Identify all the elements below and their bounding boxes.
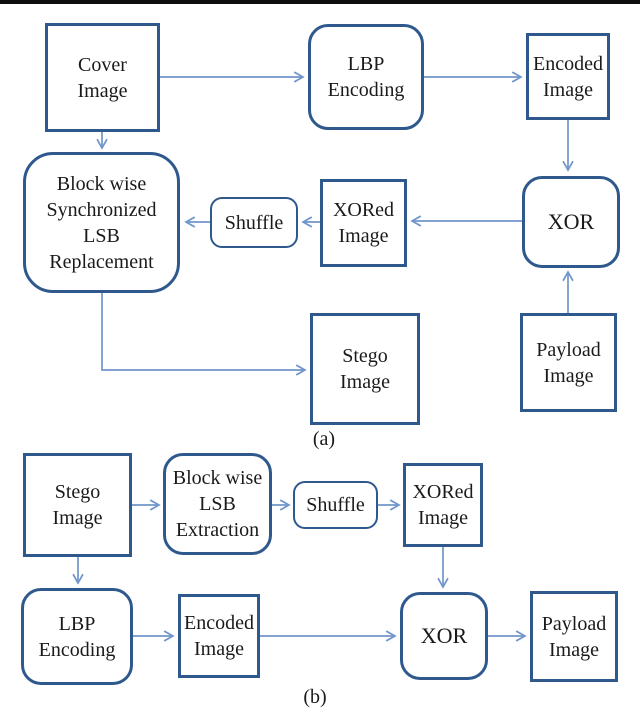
node-label: XORed Image <box>412 481 474 529</box>
node-stego-image-b: Stego Image <box>23 453 132 557</box>
node-label: Payload Image <box>536 338 601 387</box>
node-encoded-image-a: Encoded Image <box>526 33 610 120</box>
node-xor-b: XOR <box>400 592 488 680</box>
node-label: XORed Image <box>332 199 395 247</box>
node-label: Shuffle <box>224 211 284 234</box>
node-blockwise-lsb-extraction-b: Block wise LSB Extraction <box>163 453 272 555</box>
node-blockwise-lsb-replacement-a: Block wise Synchronized LSB Replacement <box>23 152 180 293</box>
node-label: XOR <box>420 622 468 648</box>
node-label: Stego Image <box>340 345 390 393</box>
node-label: Cover Image <box>77 53 128 102</box>
node-label: Encoded Image <box>184 612 254 660</box>
top-border-bar <box>0 0 640 4</box>
node-shuffle-b: Shuffle <box>293 481 378 529</box>
node-stego-image-a: Stego Image <box>310 313 420 425</box>
node-payload-image-a: Payload Image <box>520 313 617 412</box>
node-lbp-encoding-b: LBP Encoding <box>21 588 133 685</box>
node-encoded-image-b: Encoded Image <box>178 594 260 678</box>
node-payload-image-b: Payload Image <box>530 591 618 682</box>
node-xored-image-a: XORed Image <box>320 179 407 267</box>
node-shuffle-a: Shuffle <box>210 197 298 248</box>
node-label: LBP Encoding <box>38 612 116 661</box>
node-lbp-encoding-a: LBP Encoding <box>308 24 424 130</box>
node-label: LBP Encoding <box>327 53 405 101</box>
node-label: Block wise LSB Extraction <box>172 467 263 541</box>
panel-b-label: (b) <box>303 686 327 708</box>
node-label: Block wise Synchronized LSB Replacement <box>46 172 157 273</box>
node-cover-image-a: Cover Image <box>45 23 160 132</box>
node-label: XOR <box>547 208 595 234</box>
node-label: Encoded Image <box>533 52 603 101</box>
edge-blockwise-to-stego-a <box>101 293 305 370</box>
node-label: Payload Image <box>541 612 607 661</box>
node-xor-a: XOR <box>522 176 620 268</box>
node-xored-image-b: XORed Image <box>403 463 483 547</box>
node-label: Stego Image <box>52 481 103 529</box>
node-label: Shuffle <box>306 494 365 516</box>
panel-a-label: (a) <box>312 428 336 450</box>
